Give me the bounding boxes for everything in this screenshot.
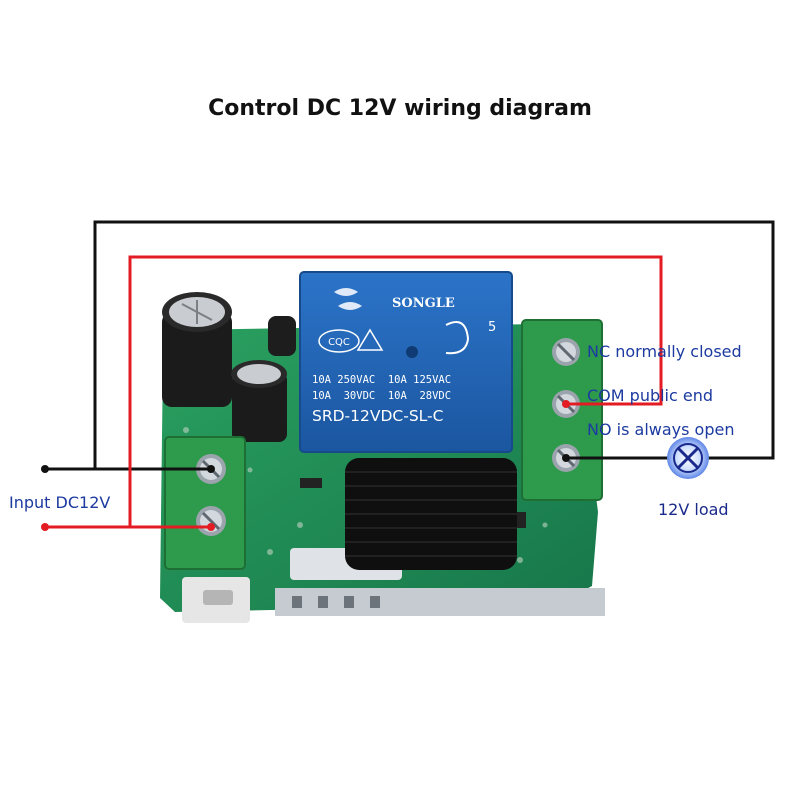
capacitor-large <box>162 292 232 407</box>
header-pins <box>275 588 605 616</box>
negative-terminal-dot <box>41 465 49 473</box>
terminal-block-right <box>521 319 603 501</box>
ul-mark-icon <box>445 321 470 355</box>
wire-red-loop <box>128 255 663 529</box>
relay-cert-mark: CQC <box>328 337 350 348</box>
relay-brand: SONGLE <box>392 296 455 311</box>
diagram-title: Control DC 12V wiring diagram <box>208 96 592 121</box>
load-lamp-icon <box>667 437 709 479</box>
warning-triangle-icon <box>356 328 384 351</box>
label-plus: + <box>146 501 159 519</box>
transistor <box>268 316 296 356</box>
terminal-block-left <box>164 436 246 570</box>
label-load: 12V load <box>658 500 729 519</box>
positive-terminal-dot <box>41 523 49 531</box>
relay-spec-2: 10A 30VDC 10A 28VDC <box>312 390 451 402</box>
push-button <box>182 577 250 623</box>
relay: SONGLE CQC 5 10A 250VAC 10A 125VAC 10A 3… <box>299 271 513 453</box>
resistor <box>300 478 322 488</box>
relay-model: SRD-12VDC-SL-C <box>312 407 443 425</box>
label-com: COM public end <box>587 386 714 405</box>
label-minus: - <box>146 443 152 459</box>
wire-black-loop <box>93 220 775 471</box>
antenna-coil <box>345 458 517 570</box>
label-no: NO is always open <box>587 420 735 439</box>
capacitor-small <box>231 360 287 442</box>
relay-spec-1: 10A 250VAC 10A 125VAC <box>312 374 451 386</box>
label-nc: NC normally closed <box>587 342 742 361</box>
relay-pin-count: 5 <box>488 320 496 335</box>
label-input: Input DC12V <box>9 493 111 512</box>
